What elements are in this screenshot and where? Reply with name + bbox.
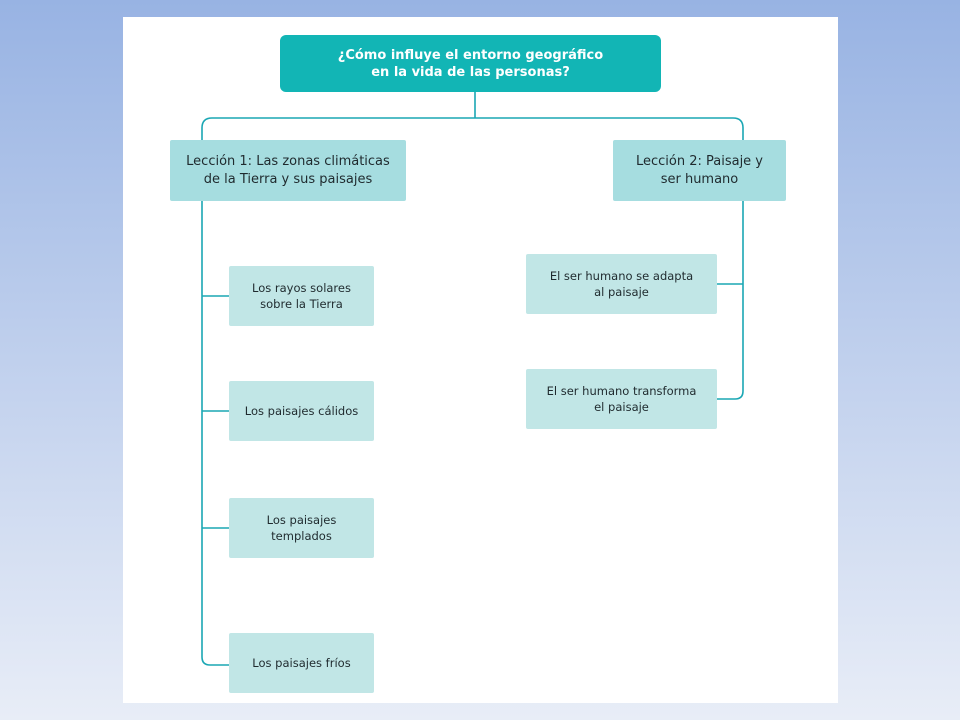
lesson-1-trunk-connector (201, 201, 229, 666)
lesson-1-topic-cold-landscapes: Los paisajes fríos (229, 633, 374, 693)
lesson-1-topic-solar-rays: Los rayos solares sobre la Tierra (229, 266, 374, 326)
diagram-root-question: ¿Cómo influye el entorno geográfico en l… (280, 35, 661, 92)
lesson-2-trunk-connector (717, 201, 744, 400)
lesson-2-topic-transforms: El ser humano transforma el paisaje (526, 369, 717, 429)
lesson-2-topic-adapts: El ser humano se adapta al paisaje (526, 254, 717, 314)
lesson-1-topic-warm-landscapes: Los paisajes cálidos (229, 381, 374, 441)
slide-panel (123, 17, 838, 703)
lesson-1-node: Lección 1: Las zonas climáticas de la Ti… (170, 140, 406, 201)
root-to-lessons-connector (201, 92, 744, 140)
lesson-2-node: Lección 2: Paisaje y ser humano (613, 140, 786, 201)
lesson-1-topic-temperate-landscapes: Los paisajes templados (229, 498, 374, 558)
